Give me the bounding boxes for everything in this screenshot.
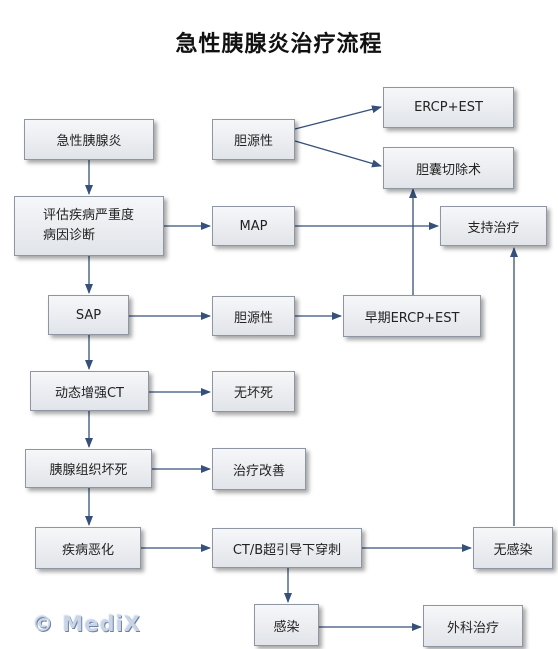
- node-treatment-improved: 治疗改善: [212, 448, 306, 490]
- node-no-infection: 无感染: [473, 527, 553, 569]
- diagram-title: 急性胰腺炎治疗流程: [175, 31, 383, 57]
- node-acute-pancreatitis: 急性胰腺炎: [24, 119, 154, 160]
- medix-watermark: © MediX: [32, 612, 141, 636]
- node-no-necrosis: 无坏死: [212, 371, 295, 412]
- node-sap: SAP: [48, 295, 129, 335]
- node-pancreatic-necrosis: 胰腺组织坏死: [25, 449, 152, 488]
- node-guided-puncture: CT/B超引导下穿刺: [212, 528, 362, 568]
- node-assess-severity: 评估疾病严重度 病因诊断: [14, 196, 164, 256]
- node-infection: 感染: [254, 604, 319, 646]
- node-dynamic-ct: 动态增强CT: [30, 371, 149, 411]
- node-early-ercp-est: 早期ERCP+EST: [343, 295, 481, 337]
- node-ercp-est: ERCP+EST: [383, 87, 514, 128]
- node-cholecystectomy: 胆囊切除术: [383, 147, 514, 189]
- arrow-biliary-to-chole: [294, 140, 382, 168]
- node-surgical-treatment: 外科治疗: [423, 605, 523, 647]
- arrow-biliary-to-ercp: [294, 105, 382, 130]
- node-biliary-mid: 胆源性: [212, 296, 295, 336]
- node-supportive-treatment: 支持治疗: [440, 206, 547, 246]
- node-disease-worsening: 疾病恶化: [35, 527, 141, 569]
- node-biliary-top: 胆源性: [212, 119, 295, 160]
- node-map: MAP: [212, 206, 295, 246]
